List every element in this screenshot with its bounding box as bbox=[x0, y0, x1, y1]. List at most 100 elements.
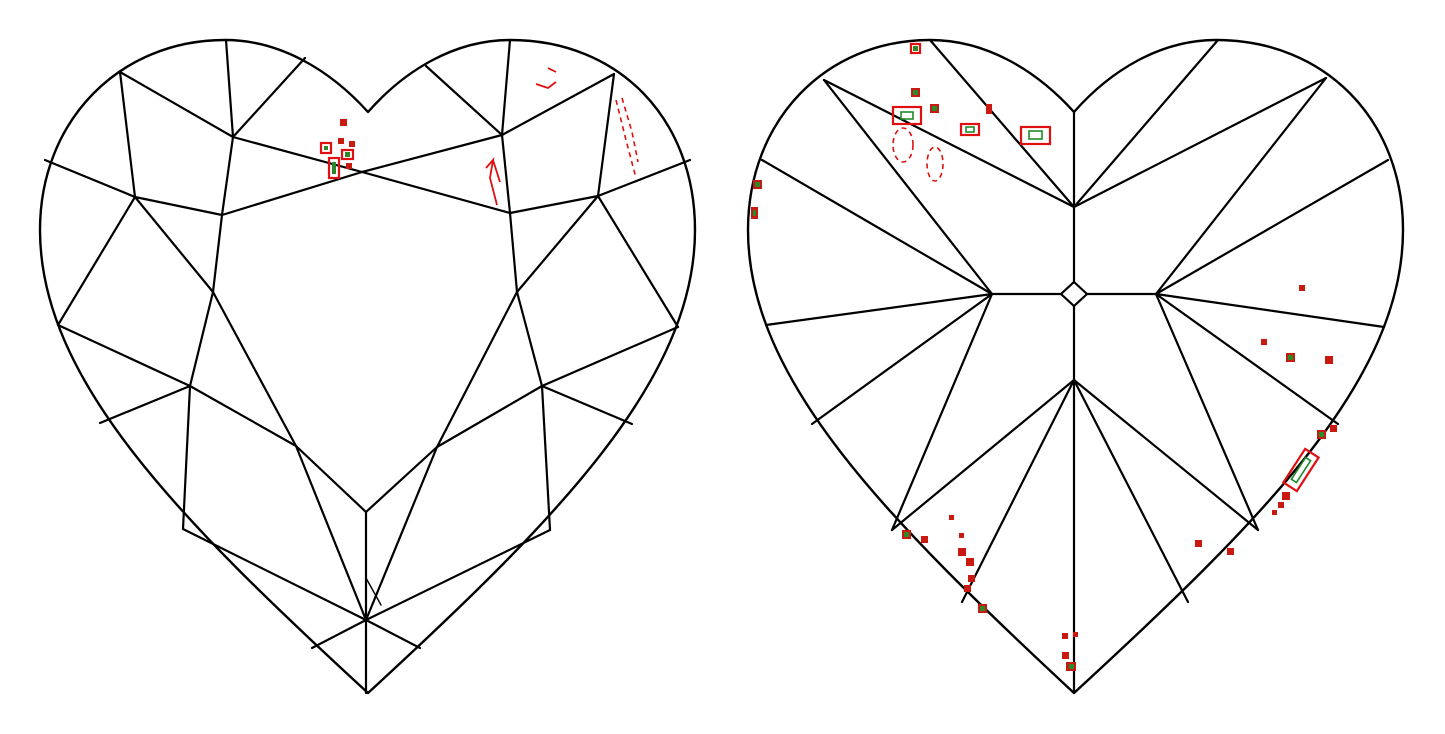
pavilion-pinpoint bbox=[1261, 339, 1267, 345]
pavilion-crystal bbox=[1019, 125, 1052, 146]
facet-line bbox=[118, 70, 137, 199]
crown-inclusions bbox=[319, 67, 639, 206]
pavilion-pinpoint bbox=[1282, 492, 1290, 500]
facet-line bbox=[364, 445, 439, 622]
facet-line bbox=[43, 158, 137, 199]
facet-line bbox=[1154, 292, 1386, 329]
facet-line bbox=[508, 194, 600, 215]
facet-line bbox=[98, 384, 192, 425]
facet-line bbox=[231, 56, 307, 139]
pavilion-pinpoint bbox=[1073, 632, 1078, 637]
facet-line bbox=[231, 135, 364, 174]
facet-line bbox=[515, 194, 600, 294]
inclusion-core bbox=[1290, 456, 1312, 484]
pavilion-pinpoint bbox=[966, 558, 974, 566]
inclusion-core bbox=[913, 46, 918, 51]
pavilion-pinpoint bbox=[968, 575, 975, 582]
facet-line bbox=[500, 133, 512, 215]
facet-line bbox=[760, 158, 994, 296]
facet-line bbox=[181, 384, 192, 531]
pavilion-crystal bbox=[959, 122, 981, 137]
crown-heart-outline bbox=[38, 38, 697, 695]
inclusion-core bbox=[932, 106, 937, 111]
inclusion-core bbox=[345, 152, 350, 157]
facet-line bbox=[596, 194, 680, 329]
crown-pinpoint bbox=[349, 141, 355, 147]
crown-feather bbox=[535, 67, 557, 90]
facet-line bbox=[364, 618, 422, 650]
facet-line bbox=[540, 384, 552, 532]
facet-line bbox=[1154, 292, 1340, 426]
pavilion-pinpoint bbox=[1195, 540, 1202, 547]
facet-line bbox=[508, 211, 519, 294]
facet-line bbox=[56, 323, 192, 388]
crown-view bbox=[38, 38, 697, 695]
facet-line bbox=[890, 378, 1076, 532]
pavilion-facet-lines bbox=[760, 38, 1390, 695]
facet-line bbox=[928, 38, 1076, 209]
inclusion-core bbox=[755, 182, 760, 187]
facet-line bbox=[224, 38, 235, 139]
pavilion-pinpoint bbox=[1227, 548, 1234, 555]
facet-line bbox=[211, 290, 298, 448]
pavilion-pinpoint bbox=[1062, 633, 1068, 639]
facet-line bbox=[181, 527, 368, 622]
pavilion-pinpoint bbox=[1278, 502, 1284, 508]
facet-line bbox=[1072, 378, 1190, 604]
crown-pinpoint bbox=[338, 138, 344, 144]
facet-line bbox=[435, 384, 544, 449]
facet-line bbox=[540, 325, 680, 388]
inclusion-core bbox=[1319, 432, 1324, 437]
facet-line bbox=[188, 290, 215, 388]
facet-line bbox=[596, 158, 692, 198]
facet-line bbox=[764, 292, 994, 327]
crown-crystal bbox=[327, 156, 341, 180]
inclusion-core bbox=[332, 162, 336, 174]
facet-line bbox=[1154, 76, 1328, 296]
crown-crystal bbox=[340, 148, 355, 161]
pavilion-cloud bbox=[892, 127, 914, 163]
facet-line bbox=[822, 78, 994, 296]
facet-line bbox=[188, 384, 298, 448]
facet-line bbox=[822, 78, 1076, 209]
facet-line bbox=[1154, 158, 1390, 296]
pavilion-pinpoint bbox=[959, 533, 964, 538]
facet-line bbox=[294, 444, 368, 514]
facet-line bbox=[220, 170, 364, 217]
crown-crystal bbox=[319, 141, 333, 155]
facet-line bbox=[365, 577, 382, 606]
pavilion-pinpoint bbox=[964, 585, 971, 592]
pavilion-pinpoint bbox=[1062, 652, 1069, 659]
inclusion-core bbox=[1288, 355, 1293, 360]
facet-line bbox=[424, 64, 504, 137]
facet-line bbox=[1072, 378, 1260, 532]
facet-line bbox=[294, 444, 368, 622]
facet-line bbox=[360, 133, 504, 174]
facet-line bbox=[596, 72, 616, 198]
inclusion-core bbox=[324, 146, 328, 150]
crown-pinpoint bbox=[346, 163, 352, 169]
pavilion-pinpoint bbox=[921, 536, 928, 543]
inclusion-core bbox=[753, 210, 756, 216]
inclusion-core bbox=[980, 606, 985, 611]
facet-line bbox=[220, 135, 235, 217]
facet-line bbox=[364, 528, 552, 622]
facet-line bbox=[435, 290, 519, 449]
facet-line bbox=[500, 38, 512, 137]
pavilion-heart-outline bbox=[746, 38, 1405, 695]
facet-line bbox=[364, 445, 439, 514]
facet-line bbox=[1072, 38, 1220, 209]
crown-facet-lines bbox=[43, 38, 692, 695]
facet-line bbox=[515, 290, 544, 388]
facet-line bbox=[810, 292, 994, 426]
pavilion-pinpoint bbox=[1330, 425, 1337, 432]
crown-feather bbox=[485, 157, 501, 206]
pavilion-pinpoint bbox=[1272, 510, 1277, 515]
inclusion-core bbox=[1028, 130, 1043, 140]
pavilion-cloud bbox=[926, 146, 944, 182]
inclusion-core bbox=[1069, 664, 1074, 669]
facet-line bbox=[500, 72, 616, 137]
crown-cloud bbox=[615, 99, 637, 179]
